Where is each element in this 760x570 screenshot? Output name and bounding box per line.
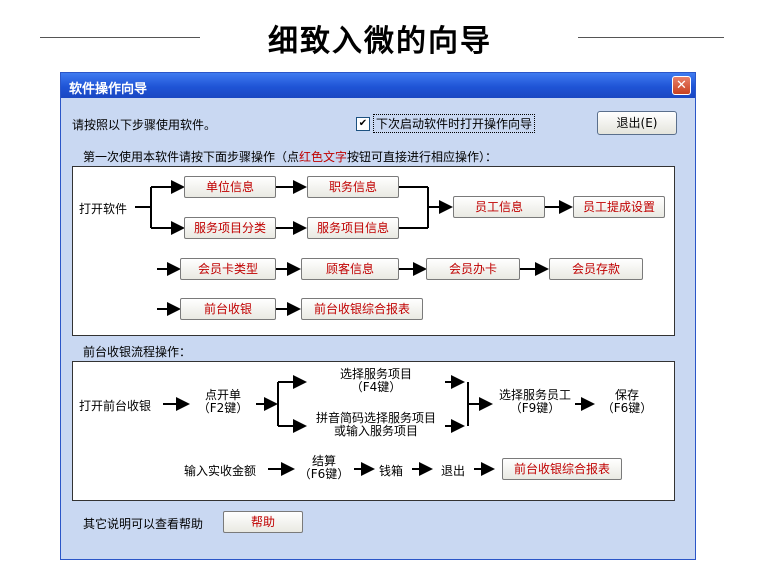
- open-order-key: （F2键）: [197, 401, 249, 415]
- unit-info-button[interactable]: 单位信息: [184, 176, 276, 198]
- help-text: 其它说明可以查看帮助: [83, 517, 204, 531]
- section1-label-post: 按钮可直接进行相应操作）：: [347, 150, 498, 164]
- service-item-button[interactable]: 服务项目信息: [307, 217, 399, 239]
- header-rule-right: [578, 37, 724, 38]
- settle-key: （F6键）: [298, 467, 350, 481]
- startup-checkbox[interactable]: ✔: [356, 117, 370, 131]
- section1-label: 第一次使用本软件请按下面步骤操作（点红色文字按钮可直接进行相应操作）：: [83, 148, 497, 165]
- exit-button[interactable]: 退出(E): [597, 111, 677, 135]
- startup-checkbox-label[interactable]: 下次启动软件时打开操作向导: [373, 114, 536, 133]
- settle-label: 结算: [311, 454, 336, 468]
- employee-commission-button[interactable]: 员工提成设置: [573, 196, 665, 218]
- help-button[interactable]: 帮助: [223, 511, 303, 533]
- open-cashier-label: 打开前台收银: [79, 399, 152, 413]
- open-software-label: 打开软件: [79, 202, 128, 216]
- wizard-window: 软件操作向导 ✕ 请按照以下步骤使用软件。 ✔ 下次启动软件时打开操作向导 退出…: [60, 72, 696, 560]
- employee-info-button[interactable]: 员工信息: [453, 196, 545, 218]
- settle-step: 结算 （F6键）: [295, 455, 353, 481]
- pinyin-label: 拼音简码选择服务项目: [315, 411, 436, 425]
- cashier-report-button[interactable]: 前台收银综合报表: [301, 298, 423, 320]
- select-service-label: 选择服务项目: [339, 367, 412, 381]
- position-info-button[interactable]: 职务信息: [307, 176, 399, 198]
- save-step: 保存 （F6键）: [595, 389, 659, 415]
- section2-label: 前台收银流程操作：: [83, 345, 192, 359]
- select-staff-label: 选择服务员工: [498, 388, 571, 402]
- close-icon: ✕: [676, 78, 687, 93]
- pinyin-step: 拼音简码选择服务项目 或输入服务项目: [307, 412, 445, 438]
- open-order-step: 点开单 （F2键）: [189, 389, 257, 415]
- select-staff-key: （F9键）: [509, 401, 561, 415]
- customer-info-button[interactable]: 顾客信息: [301, 258, 399, 280]
- save-label: 保存: [614, 388, 639, 402]
- save-key: （F6键）: [601, 401, 653, 415]
- service-category-button[interactable]: 服务项目分类: [184, 217, 276, 239]
- select-service-step: 选择服务项目 （F4键）: [309, 368, 443, 394]
- pinyin-sub-label: 或输入服务项目: [333, 424, 418, 438]
- section1-label-red: 红色文字: [299, 150, 348, 164]
- window-title: 软件操作向导: [69, 82, 148, 97]
- close-button[interactable]: ✕: [672, 76, 691, 95]
- select-staff-step: 选择服务员工 （F9键）: [493, 389, 577, 415]
- section1-label-pre: 第一次使用本软件请按下面步骤操作（点: [83, 150, 300, 164]
- member-deposit-button[interactable]: 会员存款: [549, 258, 643, 280]
- setup-steps-panel: 打开软件 单位信息 职务信息 服务项目分类 服务项目信息 员工信息 员工提成设置…: [72, 166, 675, 336]
- cashier-button[interactable]: 前台收银: [180, 298, 276, 320]
- exit-step-label: 退出: [441, 464, 466, 478]
- cashier-flow-arrows: [163, 375, 595, 476]
- select-service-key: （F4键）: [350, 380, 402, 394]
- open-order-label: 点开单: [204, 388, 241, 402]
- header-rule-left: [40, 37, 200, 38]
- page-title: 细致入微的向导: [268, 24, 492, 59]
- check-icon: ✔: [358, 118, 368, 129]
- cashier-flow-panel: 打开前台收银 点开单 （F2键） 选择服务项目 （F4键） 拼音简码选择服务项目…: [72, 361, 675, 501]
- intro-text: 请按照以下步骤使用软件。: [72, 118, 217, 132]
- input-amount-label: 输入实收金额: [184, 464, 257, 478]
- cashbox-label: 钱箱: [379, 464, 404, 478]
- window-titlebar[interactable]: 软件操作向导 ✕: [61, 73, 695, 98]
- member-card-type-button[interactable]: 会员卡类型: [180, 258, 276, 280]
- setup-flow-arrows: [135, 180, 573, 316]
- member-card-open-button[interactable]: 会员办卡: [426, 258, 520, 280]
- cashier-report-flow-button[interactable]: 前台收银综合报表: [502, 458, 622, 480]
